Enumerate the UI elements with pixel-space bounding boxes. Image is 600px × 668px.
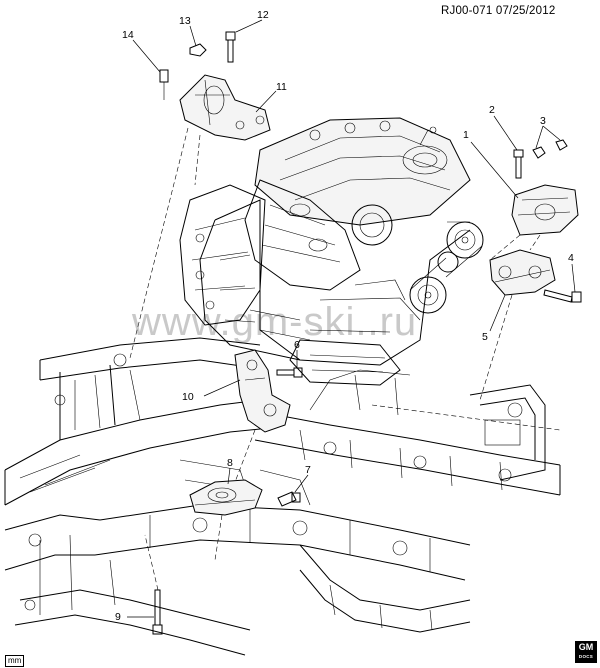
callout-4: 4: [568, 252, 574, 264]
bolt-9: [152, 589, 163, 635]
bolt-2: [513, 149, 524, 179]
callout-7: 7: [305, 464, 311, 476]
callout-13: 13: [179, 15, 191, 27]
bolt-12: [225, 31, 236, 63]
unit-label: mm: [5, 655, 25, 667]
lower-mount-8: [189, 479, 263, 516]
callout-14: 14: [122, 29, 134, 41]
bolt-4: [543, 289, 582, 303]
logo-main: GM: [578, 642, 594, 652]
assembly-lines: [129, 127, 561, 591]
bolt-14: [159, 69, 169, 100]
callout-11: 11: [276, 81, 287, 93]
engine-mount-right: [511, 184, 579, 236]
callout-3: 3: [540, 115, 546, 127]
callout-9: 9: [115, 611, 121, 623]
strut-bracket-10: [234, 349, 291, 433]
callout-12: 12: [257, 9, 269, 21]
logo-sub: DOCS: [578, 654, 594, 659]
gm-docs-logo: GM DOCS: [575, 641, 597, 663]
nuts-3: [532, 139, 568, 159]
nut-13: [189, 43, 207, 57]
callout-1: 1: [463, 129, 469, 141]
transmission-mount-upper: [179, 74, 271, 141]
callout-8: 8: [227, 457, 233, 469]
bolt-6: [276, 367, 303, 378]
bolt-7: [277, 491, 301, 507]
frame-cradle: [4, 337, 561, 656]
callout-5: 5: [482, 331, 488, 343]
callout-6: 6: [294, 339, 300, 351]
leader-lines: [127, 19, 576, 618]
engine-assembly: [179, 117, 484, 386]
callouts: 14 13 12 11 1 2 3 4 5 6 10 7 8 9: [115, 9, 574, 623]
callout-2: 2: [489, 104, 495, 116]
mount-bracket-5: [489, 249, 556, 296]
document-id: RJ00-071 07/25/2012: [441, 5, 556, 17]
callout-10: 10: [182, 391, 194, 403]
